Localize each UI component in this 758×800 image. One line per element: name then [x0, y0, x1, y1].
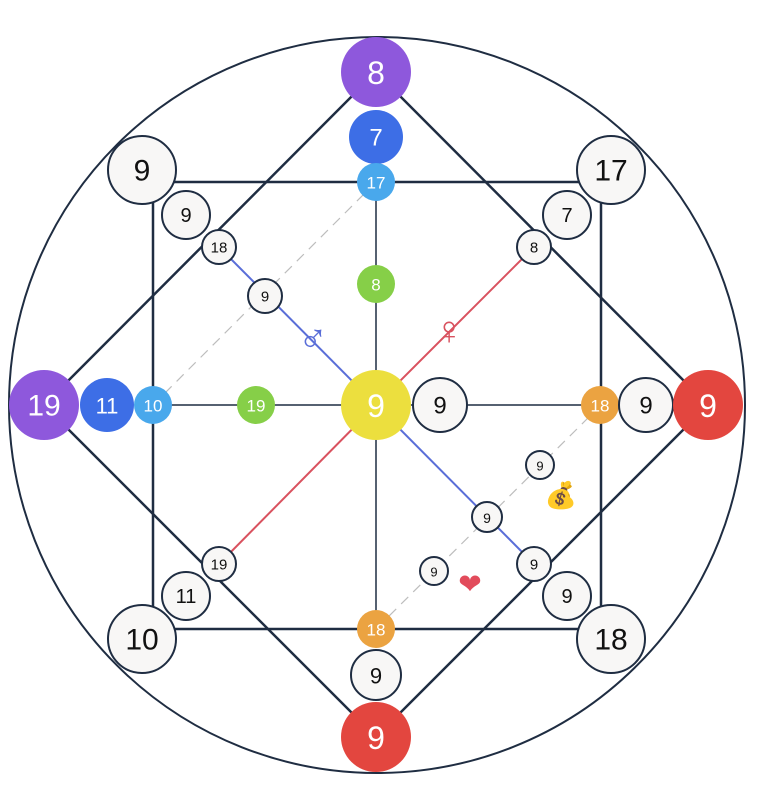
node-diag-bottom-left-inner: 19 [201, 546, 237, 582]
node-right-outer: 9 [673, 370, 743, 440]
svg-text:17: 17 [367, 174, 386, 193]
svg-text:7: 7 [561, 205, 572, 227]
node-bottom-inner: 18 [357, 610, 395, 648]
node-love-line: 9 [419, 556, 449, 586]
node-right-inner: 18 [581, 386, 619, 424]
svg-text:18: 18 [591, 397, 610, 416]
svg-text:17: 17 [594, 155, 627, 188]
svg-text:10: 10 [144, 397, 163, 416]
node-corner-bottom-left: 10 [107, 604, 177, 674]
male-line [218, 246, 377, 406]
svg-text:18: 18 [594, 624, 627, 657]
node-corner-top-left: 9 [107, 135, 177, 205]
node-left-inner-green: 19 [237, 386, 275, 424]
node-bottom-outer: 9 [341, 702, 411, 772]
svg-text:9: 9 [561, 586, 572, 608]
node-center: 9 [341, 370, 411, 440]
node-bottom-mid: 9 [350, 649, 402, 701]
node-top-inner-green: 8 [357, 265, 395, 303]
node-diag-bottom-right-mid: 9 [542, 571, 592, 621]
node-diag-bottom-right-inner2: 9 [471, 501, 503, 533]
node-diag-top-left-inner2: 9 [247, 278, 283, 314]
node-diag-bottom-right-inner: 9 [516, 546, 552, 582]
node-left-inner: 10 [134, 386, 172, 424]
svg-text:9: 9 [261, 289, 269, 306]
svg-text:9: 9 [530, 557, 538, 574]
svg-text:18: 18 [211, 240, 228, 257]
svg-text:11: 11 [96, 394, 119, 419]
node-top-mid: 7 [349, 110, 403, 164]
svg-text:9: 9 [367, 388, 385, 424]
svg-text:11: 11 [176, 586, 197, 608]
money-bag-icon: 💰 [545, 480, 577, 511]
svg-text:9: 9 [367, 720, 385, 756]
node-right-mid: 9 [618, 377, 674, 433]
svg-text:9: 9 [699, 388, 717, 424]
node-left-mid: 11 [80, 378, 134, 432]
node-corner-bottom-right: 18 [576, 604, 646, 674]
svg-text:19: 19 [27, 390, 60, 423]
heart-icon: ❤ [458, 569, 481, 600]
svg-text:9: 9 [483, 510, 491, 526]
node-diag-top-left-mid: 9 [161, 190, 211, 240]
svg-text:10: 10 [125, 624, 158, 657]
svg-text:19: 19 [211, 557, 228, 574]
male-symbol: ♂ [298, 317, 328, 361]
node-top-inner: 17 [357, 163, 395, 201]
svg-text:8: 8 [371, 276, 380, 295]
node-diag-bottom-left-mid: 11 [161, 571, 211, 621]
node-diag-top-left-inner: 18 [201, 229, 237, 265]
node-diag-top-right-mid: 7 [542, 190, 592, 240]
svg-text:18: 18 [367, 621, 386, 640]
female-line [375, 246, 535, 406]
node-center-right: 9 [412, 377, 468, 433]
svg-text:8: 8 [367, 55, 385, 91]
svg-text:19: 19 [247, 397, 266, 416]
node-top-outer: 8 [341, 37, 411, 107]
svg-text:9: 9 [180, 205, 191, 227]
svg-text:9: 9 [430, 565, 437, 580]
node-left-outer: 19 [9, 370, 79, 440]
svg-text:9: 9 [370, 664, 382, 689]
male-line-lower [375, 404, 535, 565]
node-money-line: 9 [525, 450, 555, 480]
node-diag-top-right-inner: 8 [516, 229, 552, 265]
node-corner-top-right: 17 [576, 135, 646, 205]
svg-text:9: 9 [134, 155, 151, 188]
svg-text:7: 7 [369, 125, 382, 152]
svg-text:9: 9 [536, 459, 543, 474]
svg-text:9: 9 [639, 393, 652, 420]
svg-text:9: 9 [433, 393, 446, 420]
female-line-lower [218, 404, 377, 565]
female-symbol: ♀ [434, 309, 464, 353]
svg-text:8: 8 [530, 240, 538, 257]
